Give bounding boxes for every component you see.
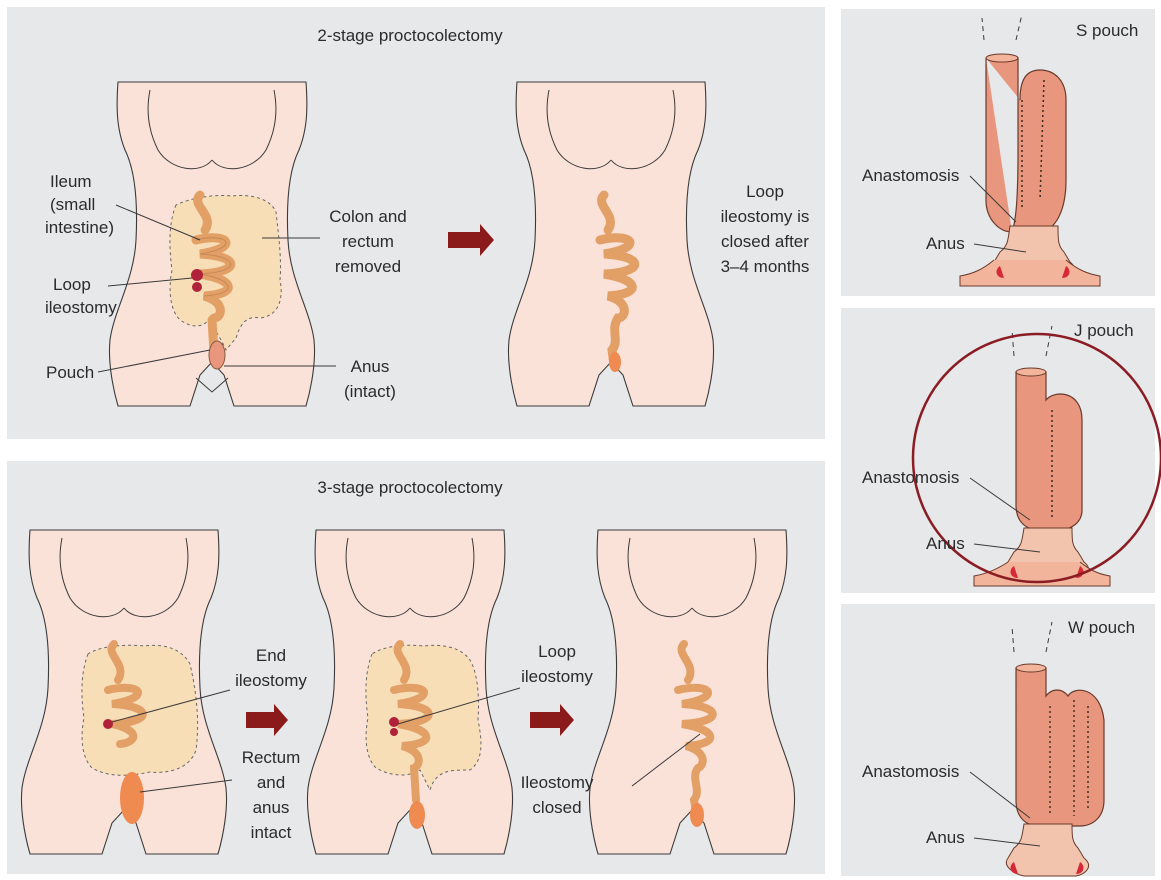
j-pouch-anus: Anus [926, 532, 965, 555]
ileum-label-1: Ileum [50, 170, 92, 193]
ileostomy-closed-label-2: closed [512, 796, 602, 819]
pouch-label: Pouch [46, 361, 94, 384]
closed-note-1: Loop [710, 180, 820, 203]
s-pouch-anastomosis: Anastomosis [862, 164, 959, 187]
three-stage-title: 3-stage proctocolectomy [300, 476, 520, 499]
closed-note-4: 3–4 months [710, 255, 820, 278]
w-pouch-anus: Anus [926, 826, 965, 849]
two-stage-title: 2-stage proctocolectomy [300, 24, 520, 47]
rectum-stump [120, 772, 144, 824]
end-stoma [103, 719, 113, 729]
loop-stoma-2stage [191, 269, 203, 281]
ileostomy-closed-label-1: Ileostomy [512, 771, 602, 794]
j-pouch-title: J pouch [1074, 319, 1134, 342]
anus-label-1: Anus [330, 355, 410, 378]
closed-note-3: closed after [710, 230, 820, 253]
loop-ileostomy-3stage-label-2: ileostomy [512, 665, 602, 688]
loop-ileostomy-label-2: ileostomy [45, 296, 117, 319]
loop-ileostomy-3stage-label-1: Loop [512, 640, 602, 663]
anus-label-2: (intact) [330, 380, 410, 403]
rectum-anus-label-3: anus [226, 796, 316, 819]
arrow-3stage-1 [246, 704, 288, 736]
j-pouch-anastomosis: Anastomosis [862, 466, 959, 489]
j-pouch-illustration [974, 326, 1110, 586]
loop-stoma-3stage [389, 717, 399, 727]
colon-label-2: rectum [318, 230, 418, 253]
end-ileostomy-label-2: ileostomy [226, 669, 316, 692]
pouch-2stage [209, 341, 225, 369]
rectum-anus-label-4: intact [226, 821, 316, 844]
closed-note-2: ileostomy is [710, 205, 820, 228]
s-pouch-title: S pouch [1076, 19, 1138, 42]
s-pouch-anus: Anus [926, 232, 965, 255]
end-ileostomy-label-1: End [226, 644, 316, 667]
w-pouch-illustration [1006, 622, 1104, 876]
ileum-label-3: intestine) [45, 216, 114, 239]
colon-label-3: removed [318, 255, 418, 278]
w-pouch-title: W pouch [1068, 616, 1135, 639]
arrow-3stage-2 [530, 704, 574, 736]
loop-ileostomy-label-1: Loop [53, 273, 91, 296]
rectum-anus-label-1: Rectum [226, 746, 316, 769]
ileum-label-2: (small [50, 193, 95, 216]
colon-label-1: Colon and [318, 205, 418, 228]
w-pouch-anastomosis: Anastomosis [862, 760, 959, 783]
arrow-2stage [448, 224, 494, 256]
rectum-anus-label-2: and [226, 771, 316, 794]
